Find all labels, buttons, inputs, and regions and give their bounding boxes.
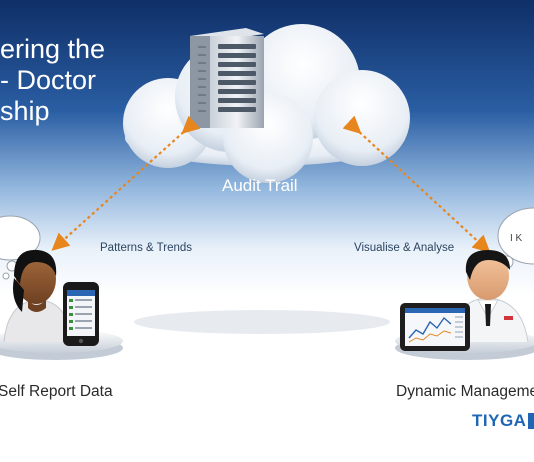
brand-logo-mark [528,413,534,429]
cloud-icon [123,24,410,183]
thought-bubble-text: I K [510,233,523,244]
tablet-icon [400,303,470,351]
self-report-label: Self Report Data [0,383,113,400]
patterns-trends-label: Patterns & Trends [100,242,193,254]
thought-bubble-icon [0,215,41,280]
brand-logo: TIYGA [472,411,527,430]
visualise-analyse-label: Visualise & Analyse [354,242,455,254]
server-icon [190,28,264,128]
dynamic-management-label: Dynamic Manageme [396,383,534,400]
headline: ering the - Doctor ship [0,34,105,127]
headline-line-3: ship [0,96,50,126]
headline-line-2: - Doctor [0,65,97,95]
smartphone-icon [63,282,99,346]
doctor-icon [451,250,529,343]
arrow-cloud-doctor [342,115,491,253]
audit-trail-label: Audit Trail [222,176,298,195]
arrow-cloud-patient [51,115,201,251]
headline-line-1: ering the [0,34,106,64]
patient-icon [3,249,73,343]
ground-shadow [134,310,390,334]
